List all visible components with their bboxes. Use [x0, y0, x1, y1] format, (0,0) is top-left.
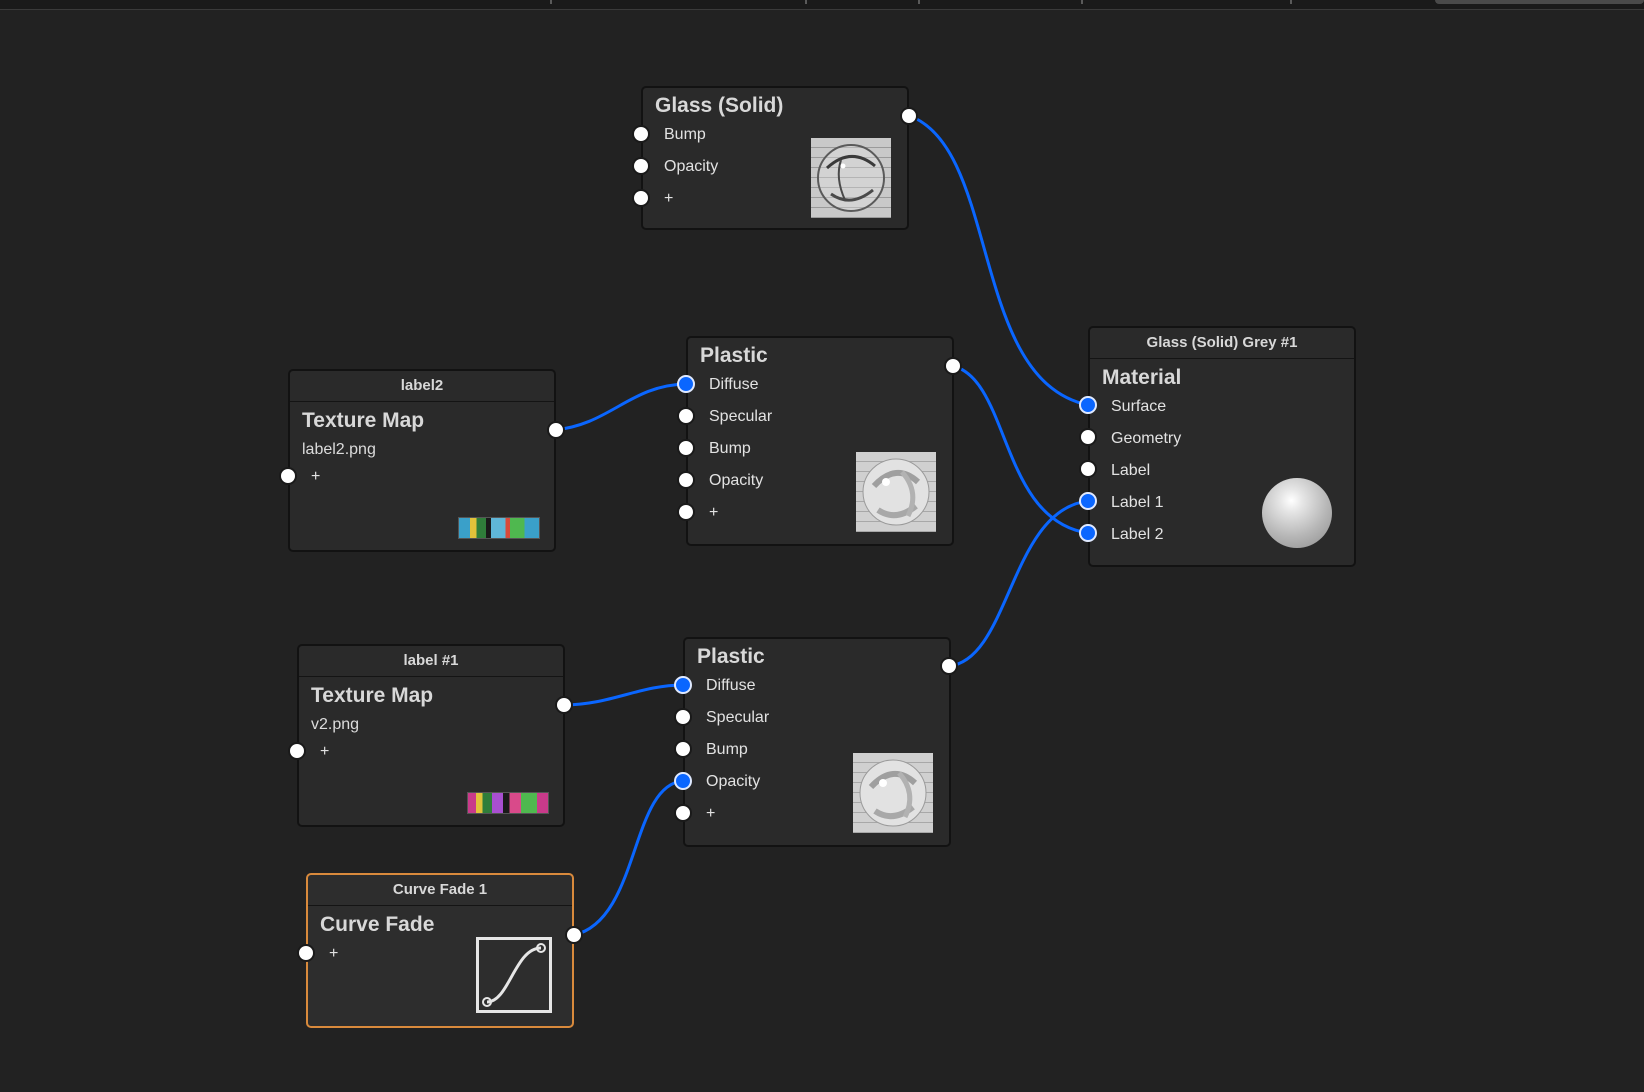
glass-output-port[interactable]	[900, 107, 918, 125]
node-header: label #1	[299, 646, 563, 677]
glass-solid-node[interactable]: Glass (Solid) Bump Opacity +	[641, 86, 909, 230]
plastic-sphere-graphic	[862, 458, 930, 526]
plastic1-specular-input-port[interactable]	[677, 407, 695, 425]
plastic2-output-port[interactable]	[940, 657, 958, 675]
horizontal-scrollbar[interactable]	[1435, 0, 1644, 4]
port-label-geometry: Geometry	[1111, 430, 1182, 447]
node-title: Glass (Solid)	[655, 94, 784, 117]
texture-label1-add-input-port[interactable]	[288, 742, 306, 760]
label-texture-thumbnail-icon	[458, 517, 540, 539]
material-geometry-input-port[interactable]	[1079, 428, 1097, 446]
port-label-label-1: Label 1	[1111, 494, 1164, 511]
glass-bump-input-port[interactable]	[632, 125, 650, 143]
glass-add-input-port[interactable]	[632, 189, 650, 207]
port-label-bump: Bump	[709, 440, 751, 457]
wire-texture-label1-to-plastic-diffuse[interactable]	[562, 683, 685, 707]
wire-plastic1-to-label-2[interactable]	[951, 364, 1090, 535]
toolbar-divider	[918, 0, 920, 4]
wire-texture-label2-to-plastic-diffuse[interactable]	[552, 382, 688, 432]
port-label-label: Label	[1111, 462, 1151, 479]
texture-map-label1-node[interactable]: label #1 Texture Map v2.png +	[297, 644, 565, 827]
plastic2-add-input-port[interactable]	[674, 804, 692, 822]
node-title: Curve Fade	[320, 913, 435, 936]
port-label-opacity: Opacity	[706, 773, 761, 790]
top-toolbar-strip	[0, 0, 1644, 10]
plastic2-diffuse-input-port[interactable]	[674, 676, 692, 694]
port-label-add: +	[329, 945, 339, 962]
wire-plastic2-to-label-1[interactable]	[947, 499, 1090, 668]
node-header: Glass (Solid) Grey #1	[1090, 328, 1354, 359]
material-surface-input-port[interactable]	[1079, 396, 1097, 414]
port-label-opacity: Opacity	[709, 472, 764, 489]
texture-label2-add-input-port[interactable]	[279, 467, 297, 485]
port-label-diffuse: Diffuse	[709, 376, 759, 393]
texture-label1-output-port[interactable]	[555, 696, 573, 714]
port-label-bump: Bump	[664, 126, 706, 143]
texture-file-name: label2.png	[302, 441, 376, 458]
toolbar-divider	[805, 0, 807, 4]
glass-sphere-graphic	[817, 144, 885, 212]
material-sphere-preview-icon	[1262, 478, 1332, 548]
port-label-add: +	[709, 504, 719, 521]
node-title: Texture Map	[302, 409, 425, 432]
port-label-diffuse: Diffuse	[706, 677, 756, 694]
port-label-add: +	[320, 743, 330, 760]
plastic1-add-input-port[interactable]	[677, 503, 695, 521]
plastic1-bump-input-port[interactable]	[677, 439, 695, 457]
plastic1-output-port[interactable]	[944, 357, 962, 375]
material-label-1-input-port[interactable]	[1079, 492, 1097, 510]
curve-fade-add-input-port[interactable]	[297, 944, 315, 962]
label-texture-thumbnail-icon	[467, 792, 549, 814]
node-title: Texture Map	[311, 684, 434, 707]
plastic2-opacity-input-port[interactable]	[674, 772, 692, 790]
node-title: Material	[1102, 366, 1182, 389]
node-header: Curve Fade 1	[308, 875, 572, 906]
node-title: Plastic	[700, 344, 768, 367]
port-label-specular: Specular	[706, 709, 770, 726]
plastic-sphere-preview-icon	[853, 753, 933, 833]
texture-map-label2-node[interactable]: label2 Texture Map label2.png +	[288, 369, 556, 552]
curve-fade-output-port[interactable]	[565, 926, 583, 944]
glass-opacity-input-port[interactable]	[632, 157, 650, 175]
port-label-surface: Surface	[1111, 398, 1167, 415]
plastic1-opacity-input-port[interactable]	[677, 471, 695, 489]
node-header: label2	[290, 371, 554, 402]
curve-fade-node[interactable]: Curve Fade 1 Curve Fade +	[306, 873, 574, 1028]
port-label-label-2: Label 2	[1111, 526, 1164, 543]
wire-curvefade-to-plastic-opacity[interactable]	[572, 779, 685, 937]
plastic-node-2[interactable]: Plastic Diffuse Specular Bump Opacity +	[683, 637, 951, 847]
texture-file-name: v2.png	[311, 716, 360, 733]
port-label-bump: Bump	[706, 741, 748, 758]
texture-label2-output-port[interactable]	[547, 421, 565, 439]
toolbar-divider	[1290, 0, 1292, 4]
port-label-add: +	[311, 468, 321, 485]
node-title: Plastic	[697, 645, 765, 668]
s-curve-graphic	[482, 943, 546, 1007]
toolbar-divider	[550, 0, 552, 4]
material-node[interactable]: Glass (Solid) Grey #1 Material Surface G…	[1088, 326, 1356, 567]
toolbar-divider	[1081, 0, 1083, 4]
glass-sphere-preview-icon	[811, 138, 891, 218]
port-label-opacity: Opacity	[664, 158, 719, 175]
material-label-2-input-port[interactable]	[1079, 524, 1097, 542]
plastic2-specular-input-port[interactable]	[674, 708, 692, 726]
port-label-add: +	[706, 805, 716, 822]
s-curve-icon	[476, 937, 552, 1013]
material-label-input-port[interactable]	[1079, 460, 1097, 478]
plastic1-diffuse-input-port[interactable]	[677, 375, 695, 393]
plastic-sphere-graphic	[859, 759, 927, 827]
port-label-specular: Specular	[709, 408, 773, 425]
plastic-sphere-preview-icon	[856, 452, 936, 532]
plastic-node-1[interactable]: Plastic Diffuse Specular Bump Opacity +	[686, 336, 954, 546]
port-label-add: +	[664, 190, 674, 207]
plastic2-bump-input-port[interactable]	[674, 740, 692, 758]
